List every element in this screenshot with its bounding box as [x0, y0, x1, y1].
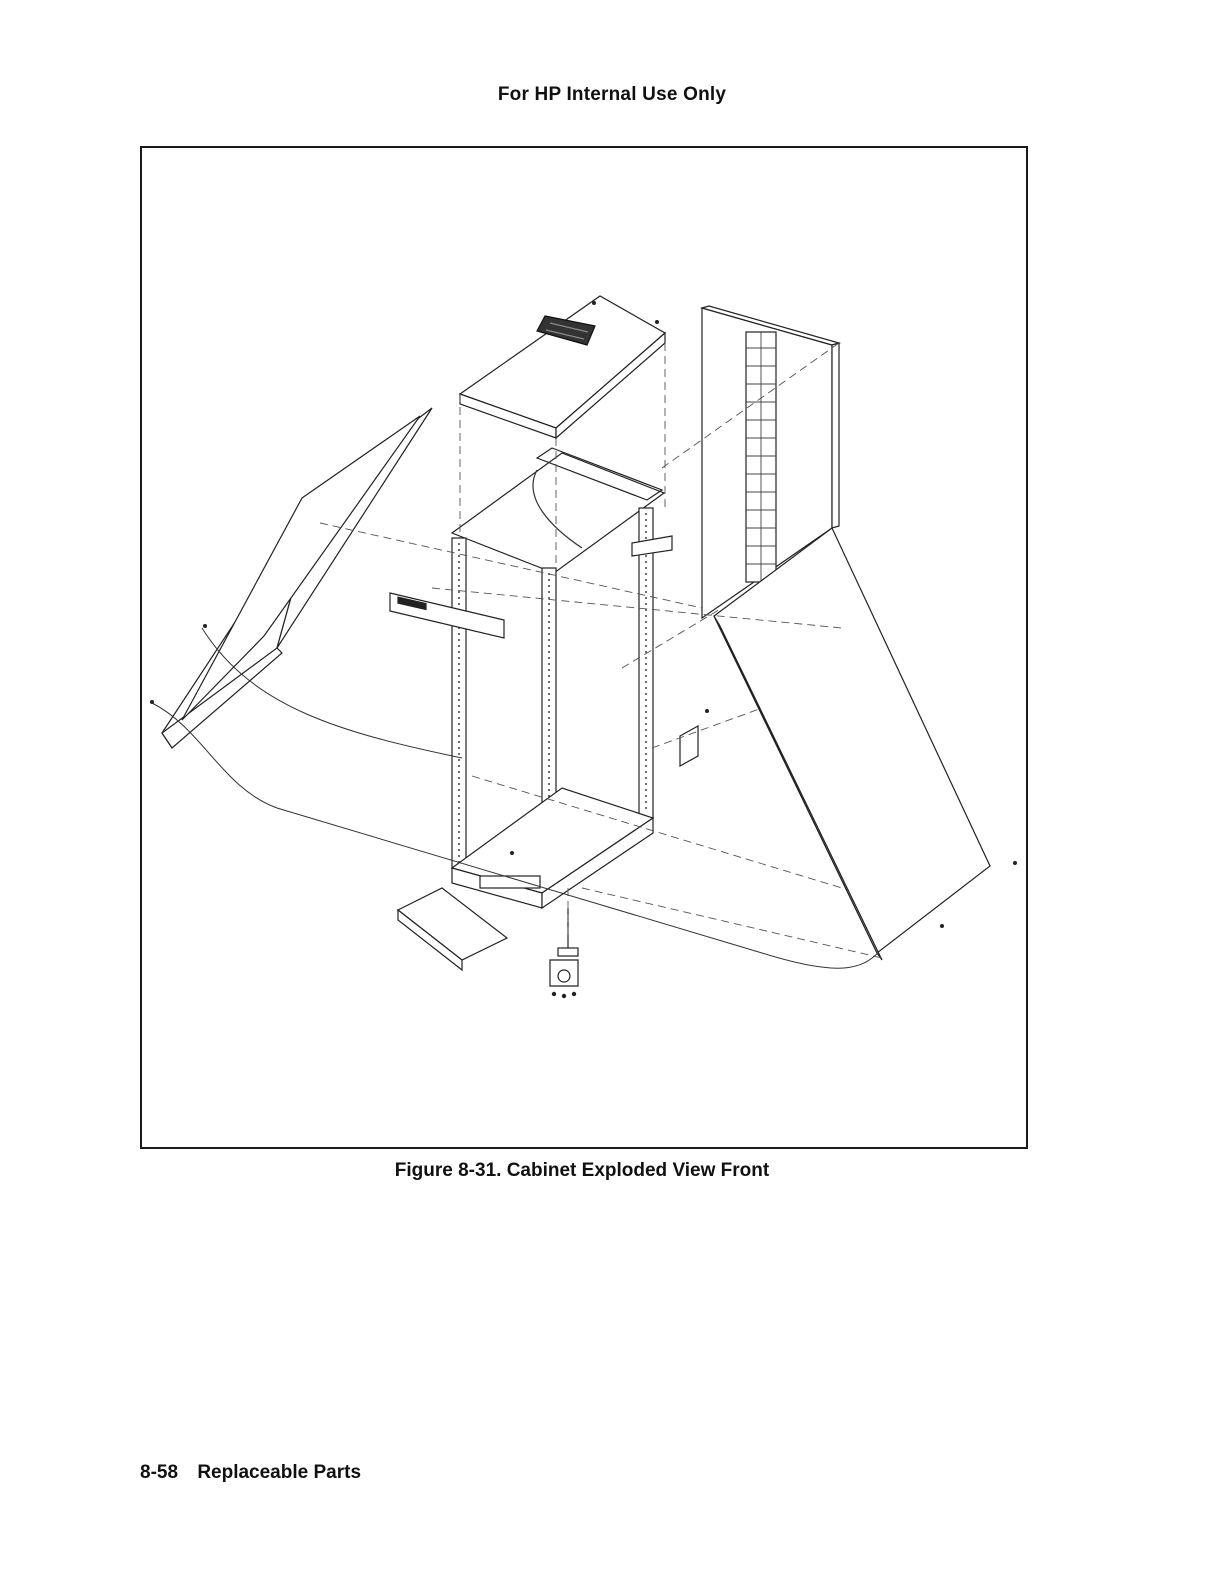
section-title: Replaceable Parts — [197, 1462, 361, 1483]
side-panel-right — [714, 528, 990, 960]
rack-frame — [398, 448, 664, 970]
front-door — [162, 408, 432, 748]
top-cover — [460, 296, 665, 438]
page-footer: 8-58 Replaceable Parts — [140, 1462, 361, 1484]
page-number: 8-58 — [140, 1462, 178, 1483]
cabinet-exploded-view-drawing — [142, 148, 1026, 1147]
caster-assembly — [550, 908, 578, 998]
figure-frame — [140, 146, 1028, 1149]
figure-caption: Figure 8-31. Cabinet Exploded View Front — [0, 1160, 1164, 1182]
header-notice: For HP Internal Use Only — [0, 84, 1224, 106]
front-nameplate — [390, 593, 504, 638]
